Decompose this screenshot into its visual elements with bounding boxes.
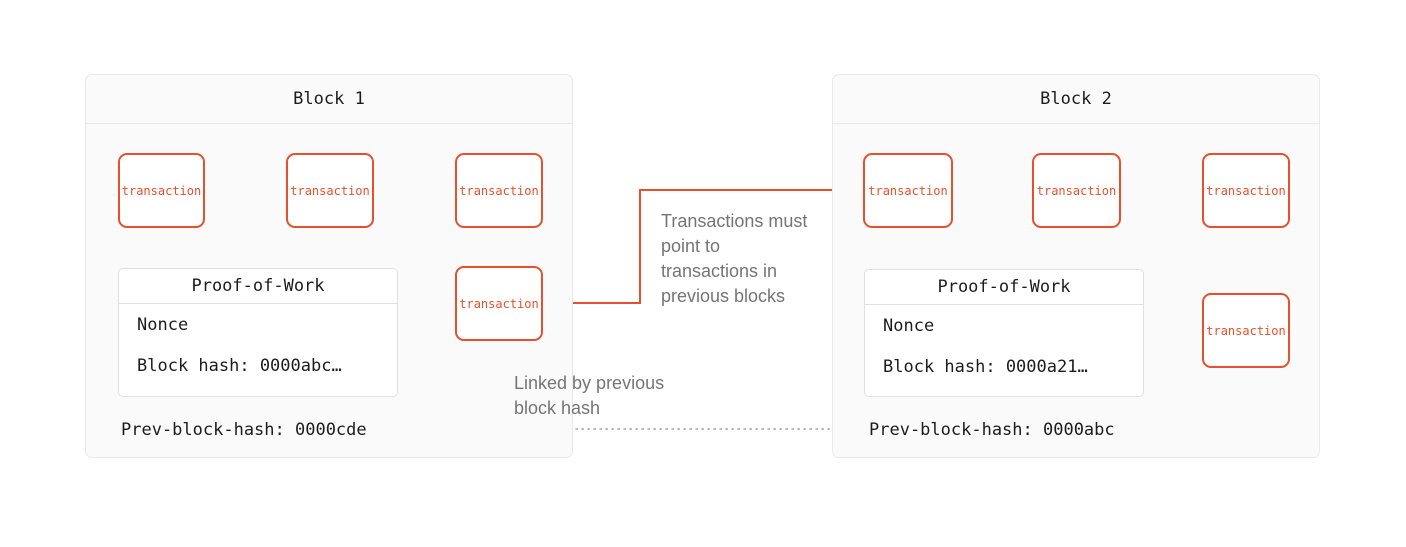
proof-of-work-body: Nonce Block hash: 0000a21… — [865, 305, 1143, 377]
block-hash-value: Block hash: 0000abc… — [137, 356, 342, 376]
proof-of-work-header: Proof-of-Work — [119, 269, 397, 304]
block-2-prev-block-hash: Prev-block-hash: 0000abc — [869, 420, 1115, 440]
transaction-label: transaction — [459, 296, 539, 311]
block-1-transaction-4: transaction — [455, 266, 543, 341]
block-2-transaction-4: transaction — [1202, 293, 1290, 368]
nonce-label: Nonce — [137, 315, 189, 335]
block-2: Block 2 transaction transaction transact… — [832, 74, 1320, 458]
block-2-transaction-2: transaction — [1032, 153, 1121, 228]
block-1-proof-of-work: Proof-of-Work Nonce Block hash: 0000abc… — [118, 268, 398, 397]
block-2-proof-of-work: Proof-of-Work Nonce Block hash: 0000a21… — [864, 269, 1144, 397]
block-1-prev-block-hash: Prev-block-hash: 0000cde — [121, 420, 367, 440]
block-1: Block 1 transaction transaction transact… — [85, 74, 573, 458]
nonce-label: Nonce — [883, 316, 935, 336]
transaction-label: transaction — [459, 183, 539, 198]
block-1-header: Block 1 — [86, 75, 572, 124]
block-1-transaction-2: transaction — [286, 153, 374, 228]
block-2-header: Block 2 — [833, 75, 1319, 124]
transaction-label: transaction — [1206, 323, 1286, 338]
block-hash-value: Block hash: 0000a21… — [883, 357, 1088, 377]
block-2-transaction-1: transaction — [863, 153, 953, 228]
transaction-label: transaction — [868, 183, 948, 198]
transaction-label: transaction — [1036, 183, 1117, 198]
transaction-label: transaction — [290, 183, 370, 198]
transactions-note: Transactions must point to transactions … — [661, 211, 808, 306]
block-1-transaction-1: transaction — [118, 153, 205, 228]
block-1-title: Block 1 — [293, 89, 365, 109]
block-2-transaction-3: transaction — [1202, 153, 1290, 228]
block-2-title: Block 2 — [1040, 89, 1112, 109]
transaction-label: transaction — [1206, 183, 1286, 198]
proof-of-work-title: Proof-of-Work — [937, 277, 1071, 297]
proof-of-work-header: Proof-of-Work — [865, 270, 1143, 305]
proof-of-work-title: Proof-of-Work — [191, 276, 325, 296]
linked-by-hash-note: Linked by previous block hash — [514, 373, 665, 418]
proof-of-work-body: Nonce Block hash: 0000abc… — [119, 304, 397, 376]
transaction-label: transaction — [121, 183, 202, 198]
block-1-transaction-3: transaction — [455, 153, 543, 228]
